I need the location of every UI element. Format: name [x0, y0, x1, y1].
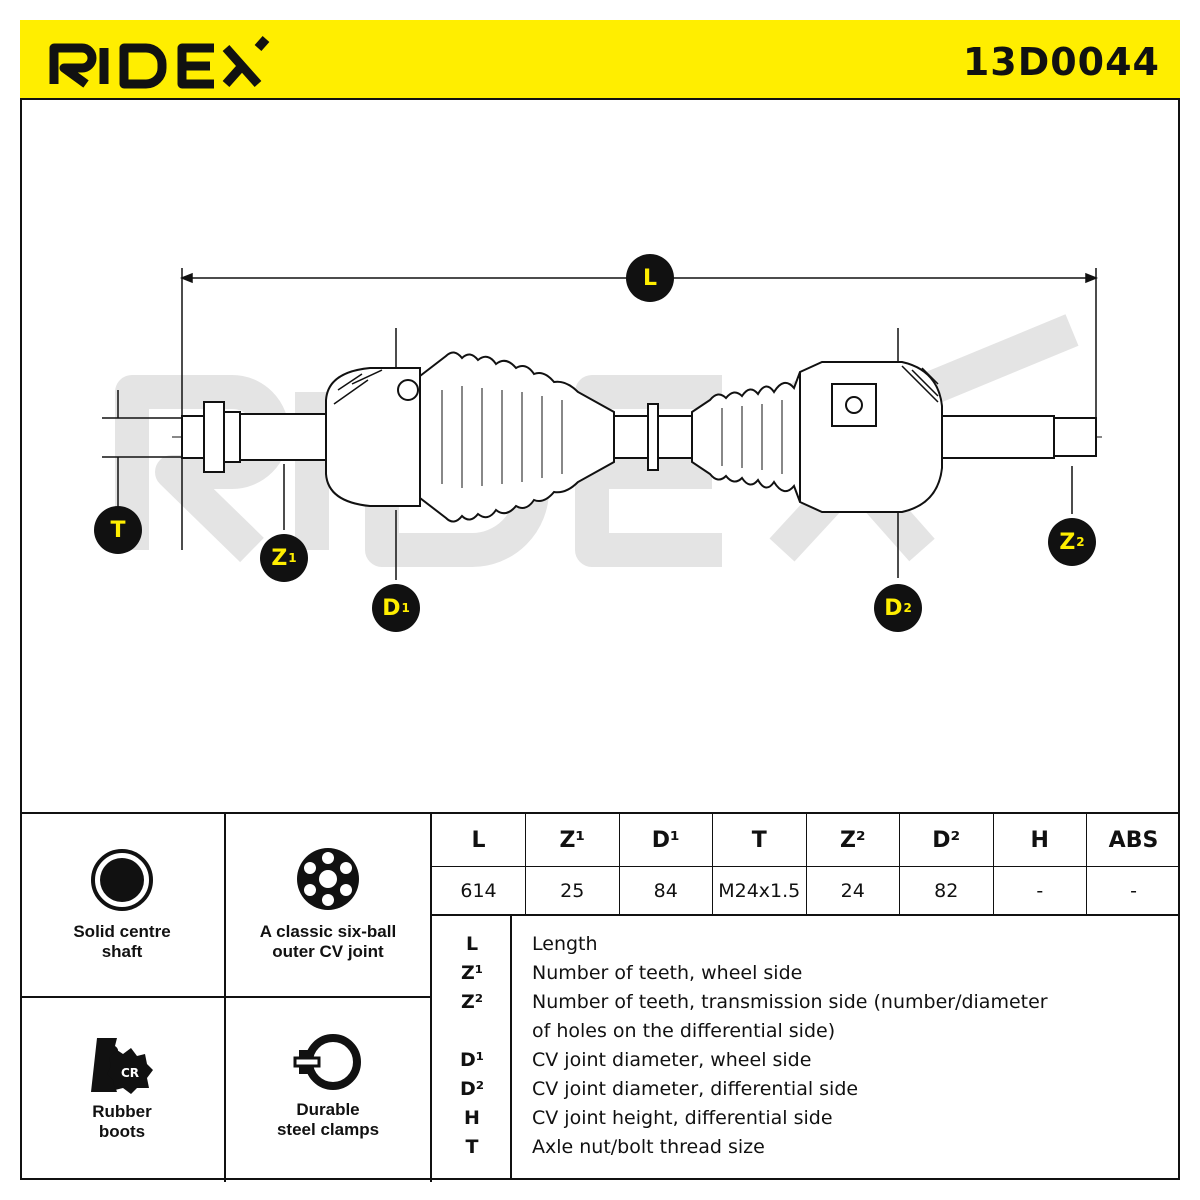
legend-key: D¹ [459, 1049, 485, 1071]
specs-table: L Z¹ D¹ T Z² D² H ABS 614 25 84 M24x1.5 … [432, 814, 1180, 916]
specs-value-row: 614 25 84 M24x1.5 24 82 - - [432, 866, 1180, 916]
feature-rubber-boots: CR Rubber boots [20, 998, 226, 1182]
brand-logo [46, 24, 316, 101]
feature-solid-shaft: Solid centre shaft [20, 814, 226, 998]
six-ball-joint-icon [295, 846, 361, 917]
specs-value-cell: - [992, 866, 1087, 916]
badge-T: T [94, 506, 142, 554]
legend-key: L [465, 933, 479, 955]
legend-key [432, 1017, 512, 1046]
specs-header-cell: Z² [805, 814, 900, 867]
specs-value-cell: M24x1.5 [712, 866, 807, 916]
badge-L: L [626, 254, 674, 302]
legend-desc: Number of teeth, wheel side [532, 962, 803, 984]
feature-six-ball-joint-text: A classic six-ball outer CV joint [259, 922, 397, 961]
specs-header-cell: L [432, 814, 526, 867]
legend-key: Z² [460, 991, 484, 1013]
legend-key: H [464, 1107, 480, 1129]
legend-desc: Number of teeth, transmission side (numb… [532, 991, 1048, 1013]
legend-desc: CV joint height, differential side [532, 1107, 833, 1129]
steel-clamp-icon [293, 1028, 363, 1099]
specs-value-cell: 84 [618, 866, 713, 916]
legend-key: T [465, 1136, 479, 1158]
cr-icon-text: CR [121, 1066, 139, 1080]
legend-key: Z¹ [460, 962, 484, 984]
specs-value-cell: 25 [525, 866, 620, 916]
specs-value-cell: 24 [805, 866, 900, 916]
feature-steel-clamps: Durable steel clamps [226, 998, 432, 1182]
legend: L Length Z¹ Number of teeth, wheel side … [432, 914, 1180, 1180]
specs-header-row: L Z¹ D¹ T Z² D² H ABS [432, 814, 1180, 867]
cr-rubber-boot-icon: CR [87, 1032, 157, 1099]
feature-six-ball-joint: A classic six-ball outer CV joint [226, 814, 432, 998]
legend-desc: of holes on the differential side) [532, 1020, 836, 1042]
legend-desc: Length [532, 933, 598, 955]
legend-key: D² [459, 1078, 485, 1100]
specs-value-cell: 82 [899, 866, 994, 916]
solid-shaft-icon [90, 848, 154, 917]
specs-header-cell: D² [899, 814, 994, 867]
legend-desc: CV joint diameter, wheel side [532, 1049, 812, 1071]
specs-section: Solid centre shaft A classic six-ball [20, 812, 1180, 1182]
specs-header-cell: ABS [1086, 814, 1180, 867]
feature-rubber-boots-text: Rubber boots [92, 1102, 152, 1141]
legend-desc: Axle nut/bolt thread size [532, 1136, 765, 1158]
feature-solid-shaft-text: Solid centre shaft [73, 922, 171, 961]
specs-value-cell: - [1086, 866, 1180, 916]
feature-steel-clamps-text: Durable steel clamps [276, 1100, 380, 1139]
header-bar: 13D0044 [20, 20, 1180, 100]
specs-header-cell: D¹ [618, 814, 713, 867]
specs-header-cell: H [992, 814, 1087, 867]
legend-desc: CV joint diameter, differential side [532, 1078, 859, 1100]
specs-value-cell: 614 [432, 866, 526, 916]
legend-key-column [432, 916, 512, 1180]
specs-header-cell: Z¹ [525, 814, 620, 867]
drive-shaft-outline [181, 351, 1097, 523]
part-number: 13D0044 [962, 40, 1160, 84]
specs-header-cell: T [712, 814, 807, 867]
